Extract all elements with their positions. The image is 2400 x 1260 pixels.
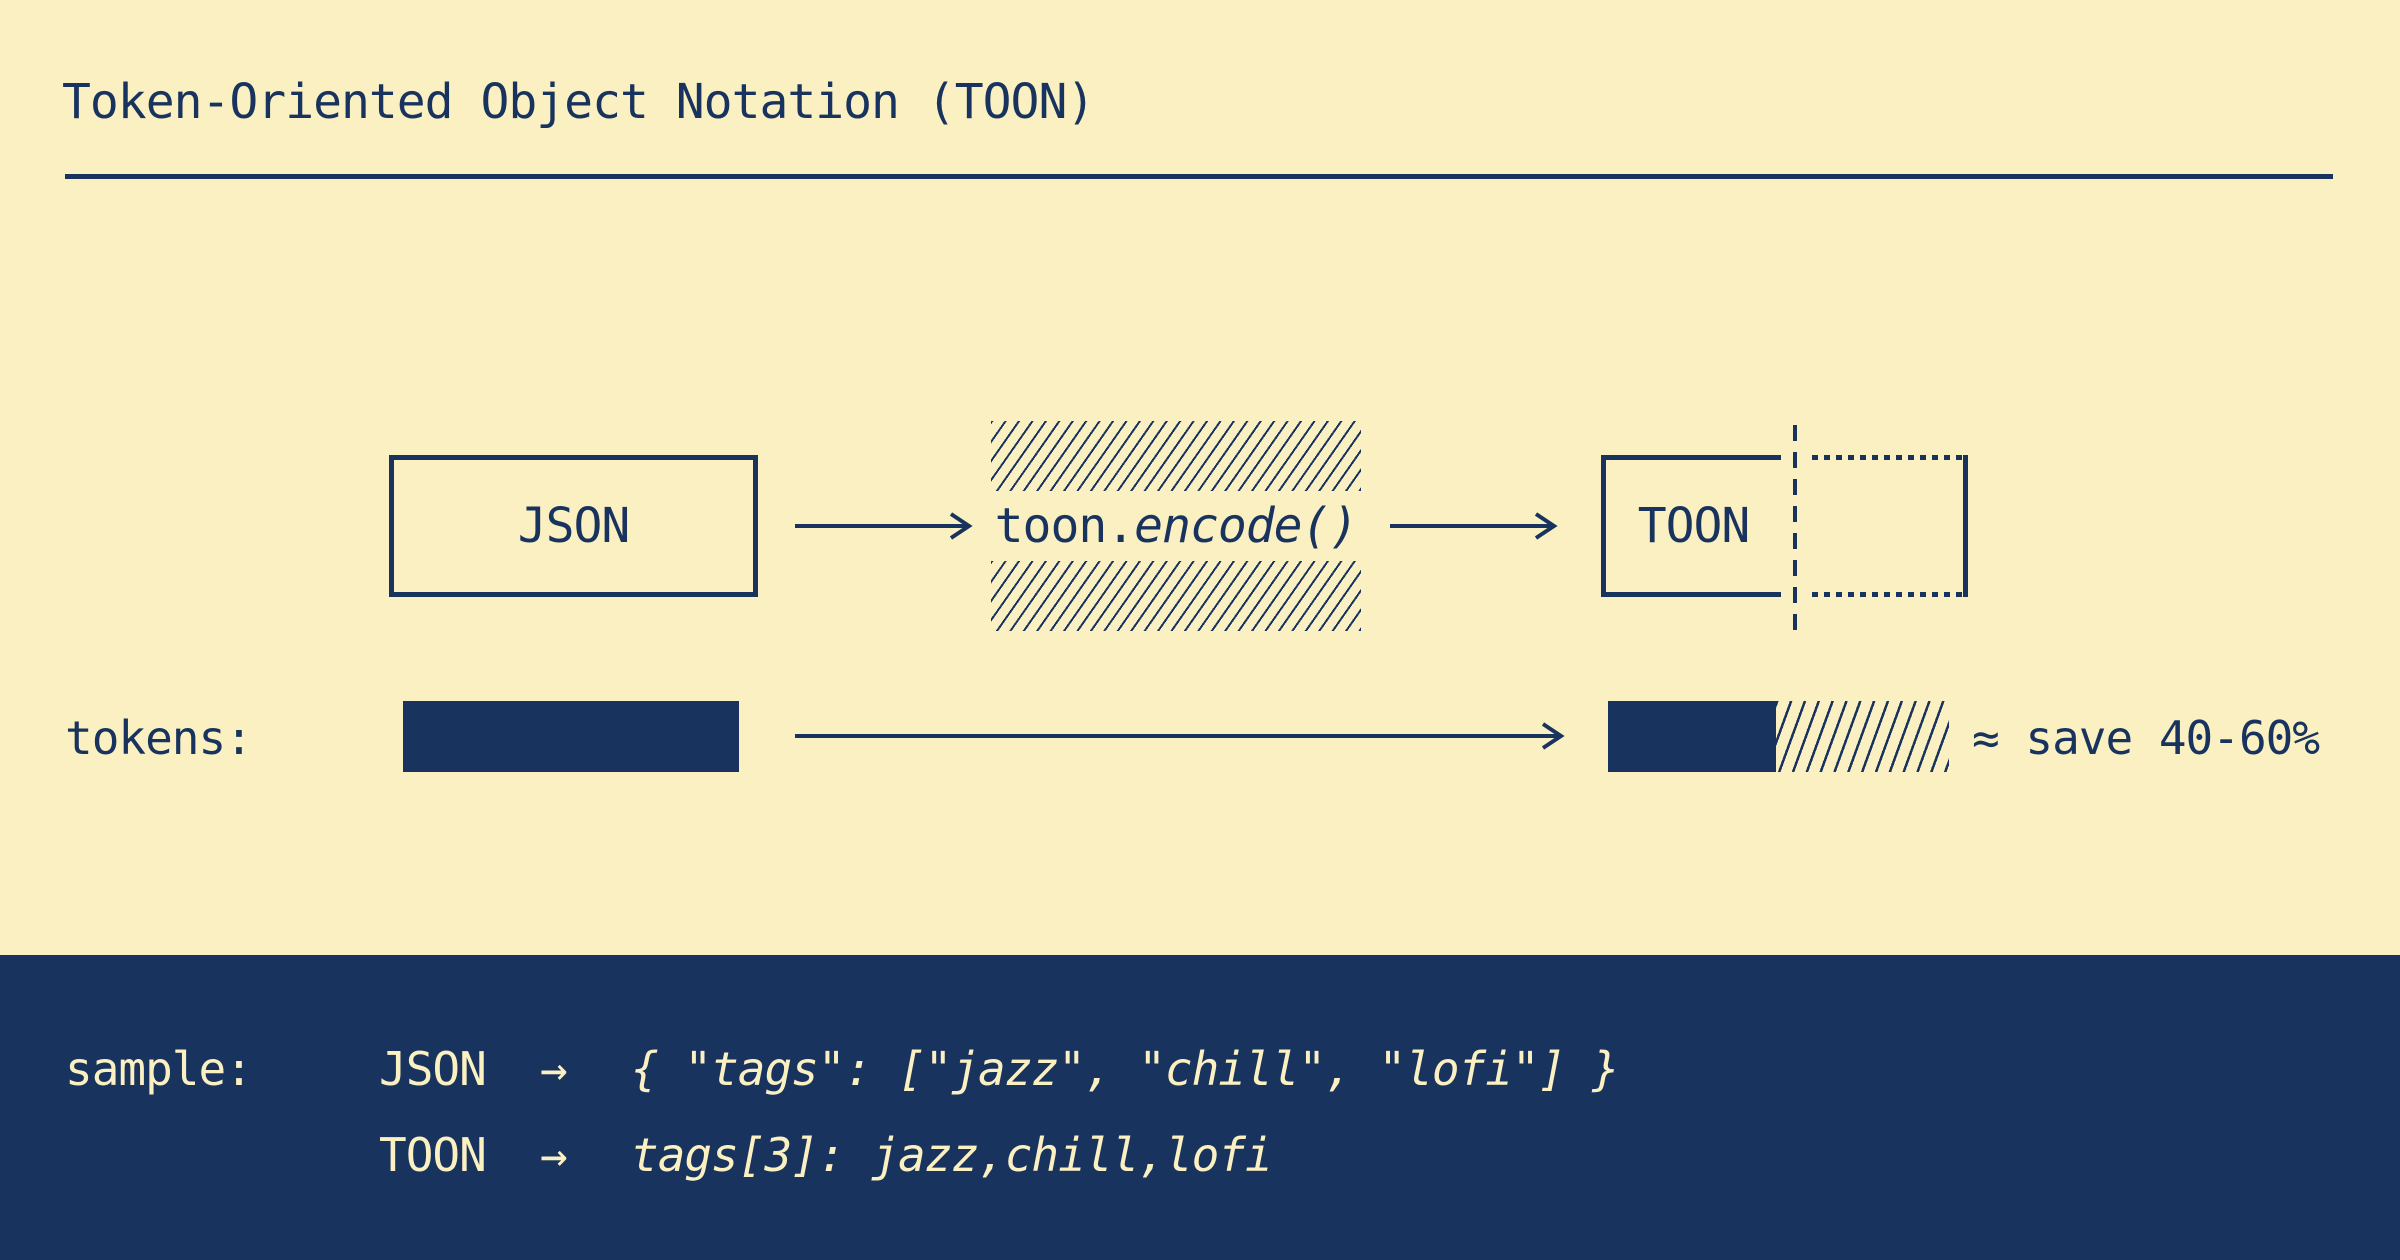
encoder-hatch-bottom (991, 561, 1361, 631)
saved-tokens-hatch-bar (1776, 701, 1949, 772)
sample-code-toon: tags[3]: jazz,chill,lofi (631, 1128, 1273, 1182)
sample-format-toon: TOON (379, 1128, 487, 1182)
extension-solid-right-border (1963, 455, 1968, 597)
toon-output-label: TOON (1637, 498, 1751, 554)
sample-label: sample: (65, 1042, 253, 1096)
toon-output-box: TOON (1601, 455, 1781, 597)
tokens-arrow-icon (795, 722, 1565, 750)
page-title: Token-Oriented Object Notation (TOON) (62, 74, 1095, 130)
extension-dotted-top-border (1812, 455, 1968, 460)
encoder-hatch-top (991, 421, 1361, 491)
sample-format-json: JSON (379, 1042, 487, 1096)
json-token-bar (403, 701, 739, 772)
sample-arrow-icon: → (540, 1128, 568, 1182)
title-divider (65, 174, 2333, 179)
toon-saved-extension-box (1812, 455, 1968, 597)
sample-code-json: { "tags": ["jazz", "chill", "lofi"] } (631, 1042, 1620, 1096)
json-input-label: JSON (517, 498, 631, 554)
flow-arrow-1-icon (795, 512, 973, 540)
encoder-label: toon.encode() (991, 490, 1361, 561)
sample-panel: sample: JSON → { "tags": ["jazz", "chill… (0, 955, 2400, 1260)
extension-dotted-bottom-border (1812, 592, 1968, 597)
flow-arrow-2-icon (1390, 512, 1558, 540)
toon-cut-dashed-line (1793, 425, 1797, 630)
savings-note: ≈ save 40-60% (1972, 711, 2320, 765)
encoder-call: encode() (1134, 497, 1358, 554)
toon-token-bar (1608, 701, 1776, 772)
json-input-box: JSON (389, 455, 758, 597)
sample-arrow-icon: → (540, 1042, 568, 1096)
tokens-row-label: tokens: (65, 711, 253, 765)
encoder-prefix: toon. (994, 497, 1135, 554)
